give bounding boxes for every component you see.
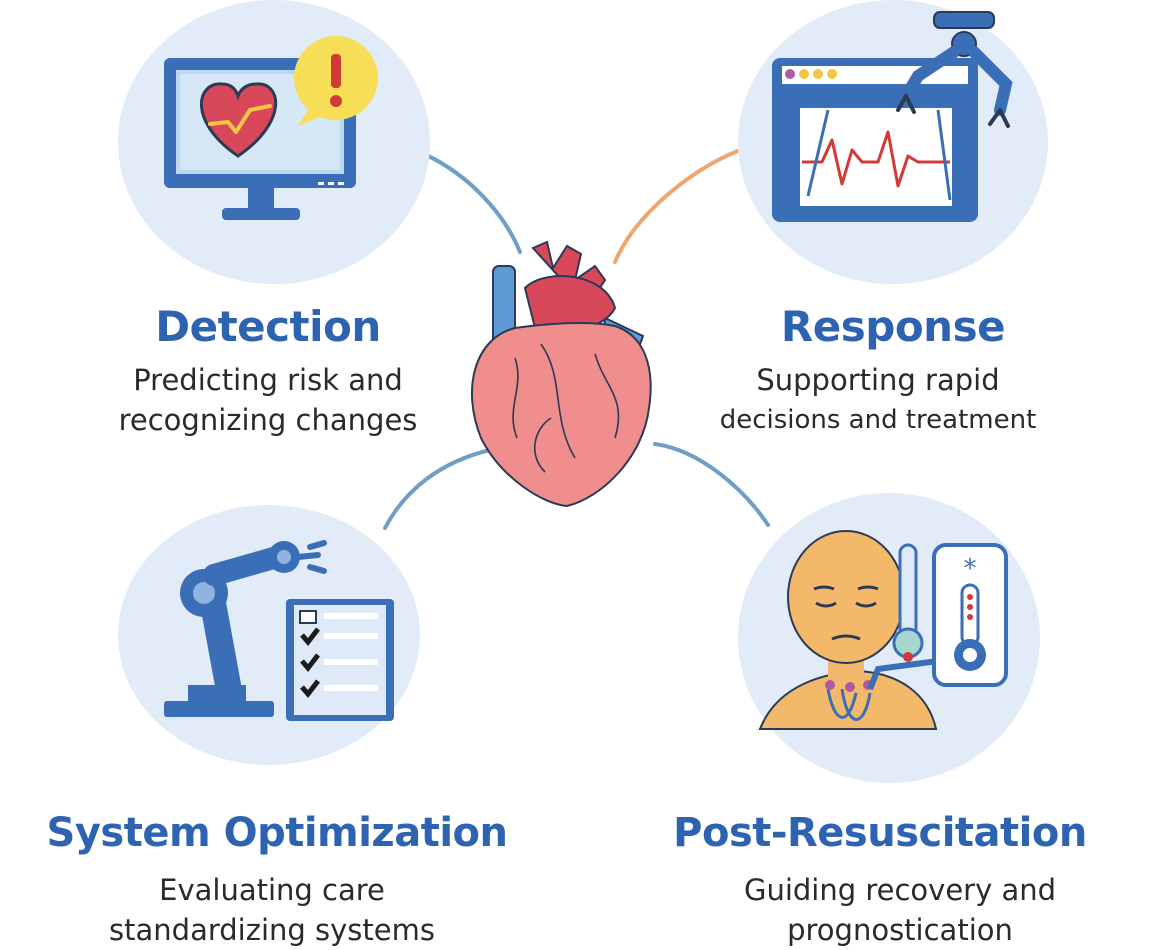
detection-description-line-1: Predicting risk and bbox=[133, 363, 403, 397]
system-optimization-description-line-1: Evaluating care bbox=[159, 873, 385, 907]
system-optimization-title: System Optimization bbox=[46, 810, 508, 856]
detection-description-line-2: recognizing changes bbox=[118, 403, 418, 437]
system-optimization-description: Evaluating care standardizing systems bbox=[109, 870, 435, 950]
monitor-heart-alert-icon bbox=[164, 36, 378, 220]
detection-icon-circle bbox=[118, 0, 430, 284]
response-description-line-1: Supporting rapid bbox=[756, 363, 1000, 397]
svg-text:*: * bbox=[964, 554, 977, 584]
post-resuscitation-description-line-2: prognostication bbox=[787, 913, 1013, 947]
robot-arm-checklist-icon bbox=[164, 540, 394, 721]
response-description: Supporting rapid decisions and treatment bbox=[720, 360, 1037, 440]
connector-response bbox=[613, 148, 742, 264]
detection-title: Detection bbox=[155, 302, 381, 351]
post-resuscitation-description: Guiding recovery and prognostication bbox=[744, 870, 1056, 950]
system-optimization-description-line-2: standardizing systems bbox=[109, 913, 435, 947]
response-description-line-2: decisions and treatment bbox=[719, 405, 1037, 435]
system-optimization-icon-circle bbox=[118, 505, 420, 765]
post-resuscitation-description-line-1: Guiding recovery and bbox=[743, 873, 1057, 907]
patient-thermometer-icon: * bbox=[758, 530, 1008, 730]
response-icon-circle bbox=[738, 0, 1048, 284]
connector-post-resuscitation bbox=[653, 442, 770, 527]
connector-detection bbox=[422, 152, 522, 254]
connector-system-optimization bbox=[383, 448, 492, 530]
detection-description: Predicting risk and recognizing changes bbox=[119, 360, 418, 440]
post-resuscitation-title: Post-Resuscitation bbox=[673, 810, 1087, 856]
ecg-window-robot-arm-icon bbox=[772, 11, 1013, 222]
response-title: Response bbox=[780, 302, 1006, 351]
post-resuscitation-icon-circle: * bbox=[738, 493, 1040, 783]
anatomical-heart-icon bbox=[470, 240, 652, 508]
